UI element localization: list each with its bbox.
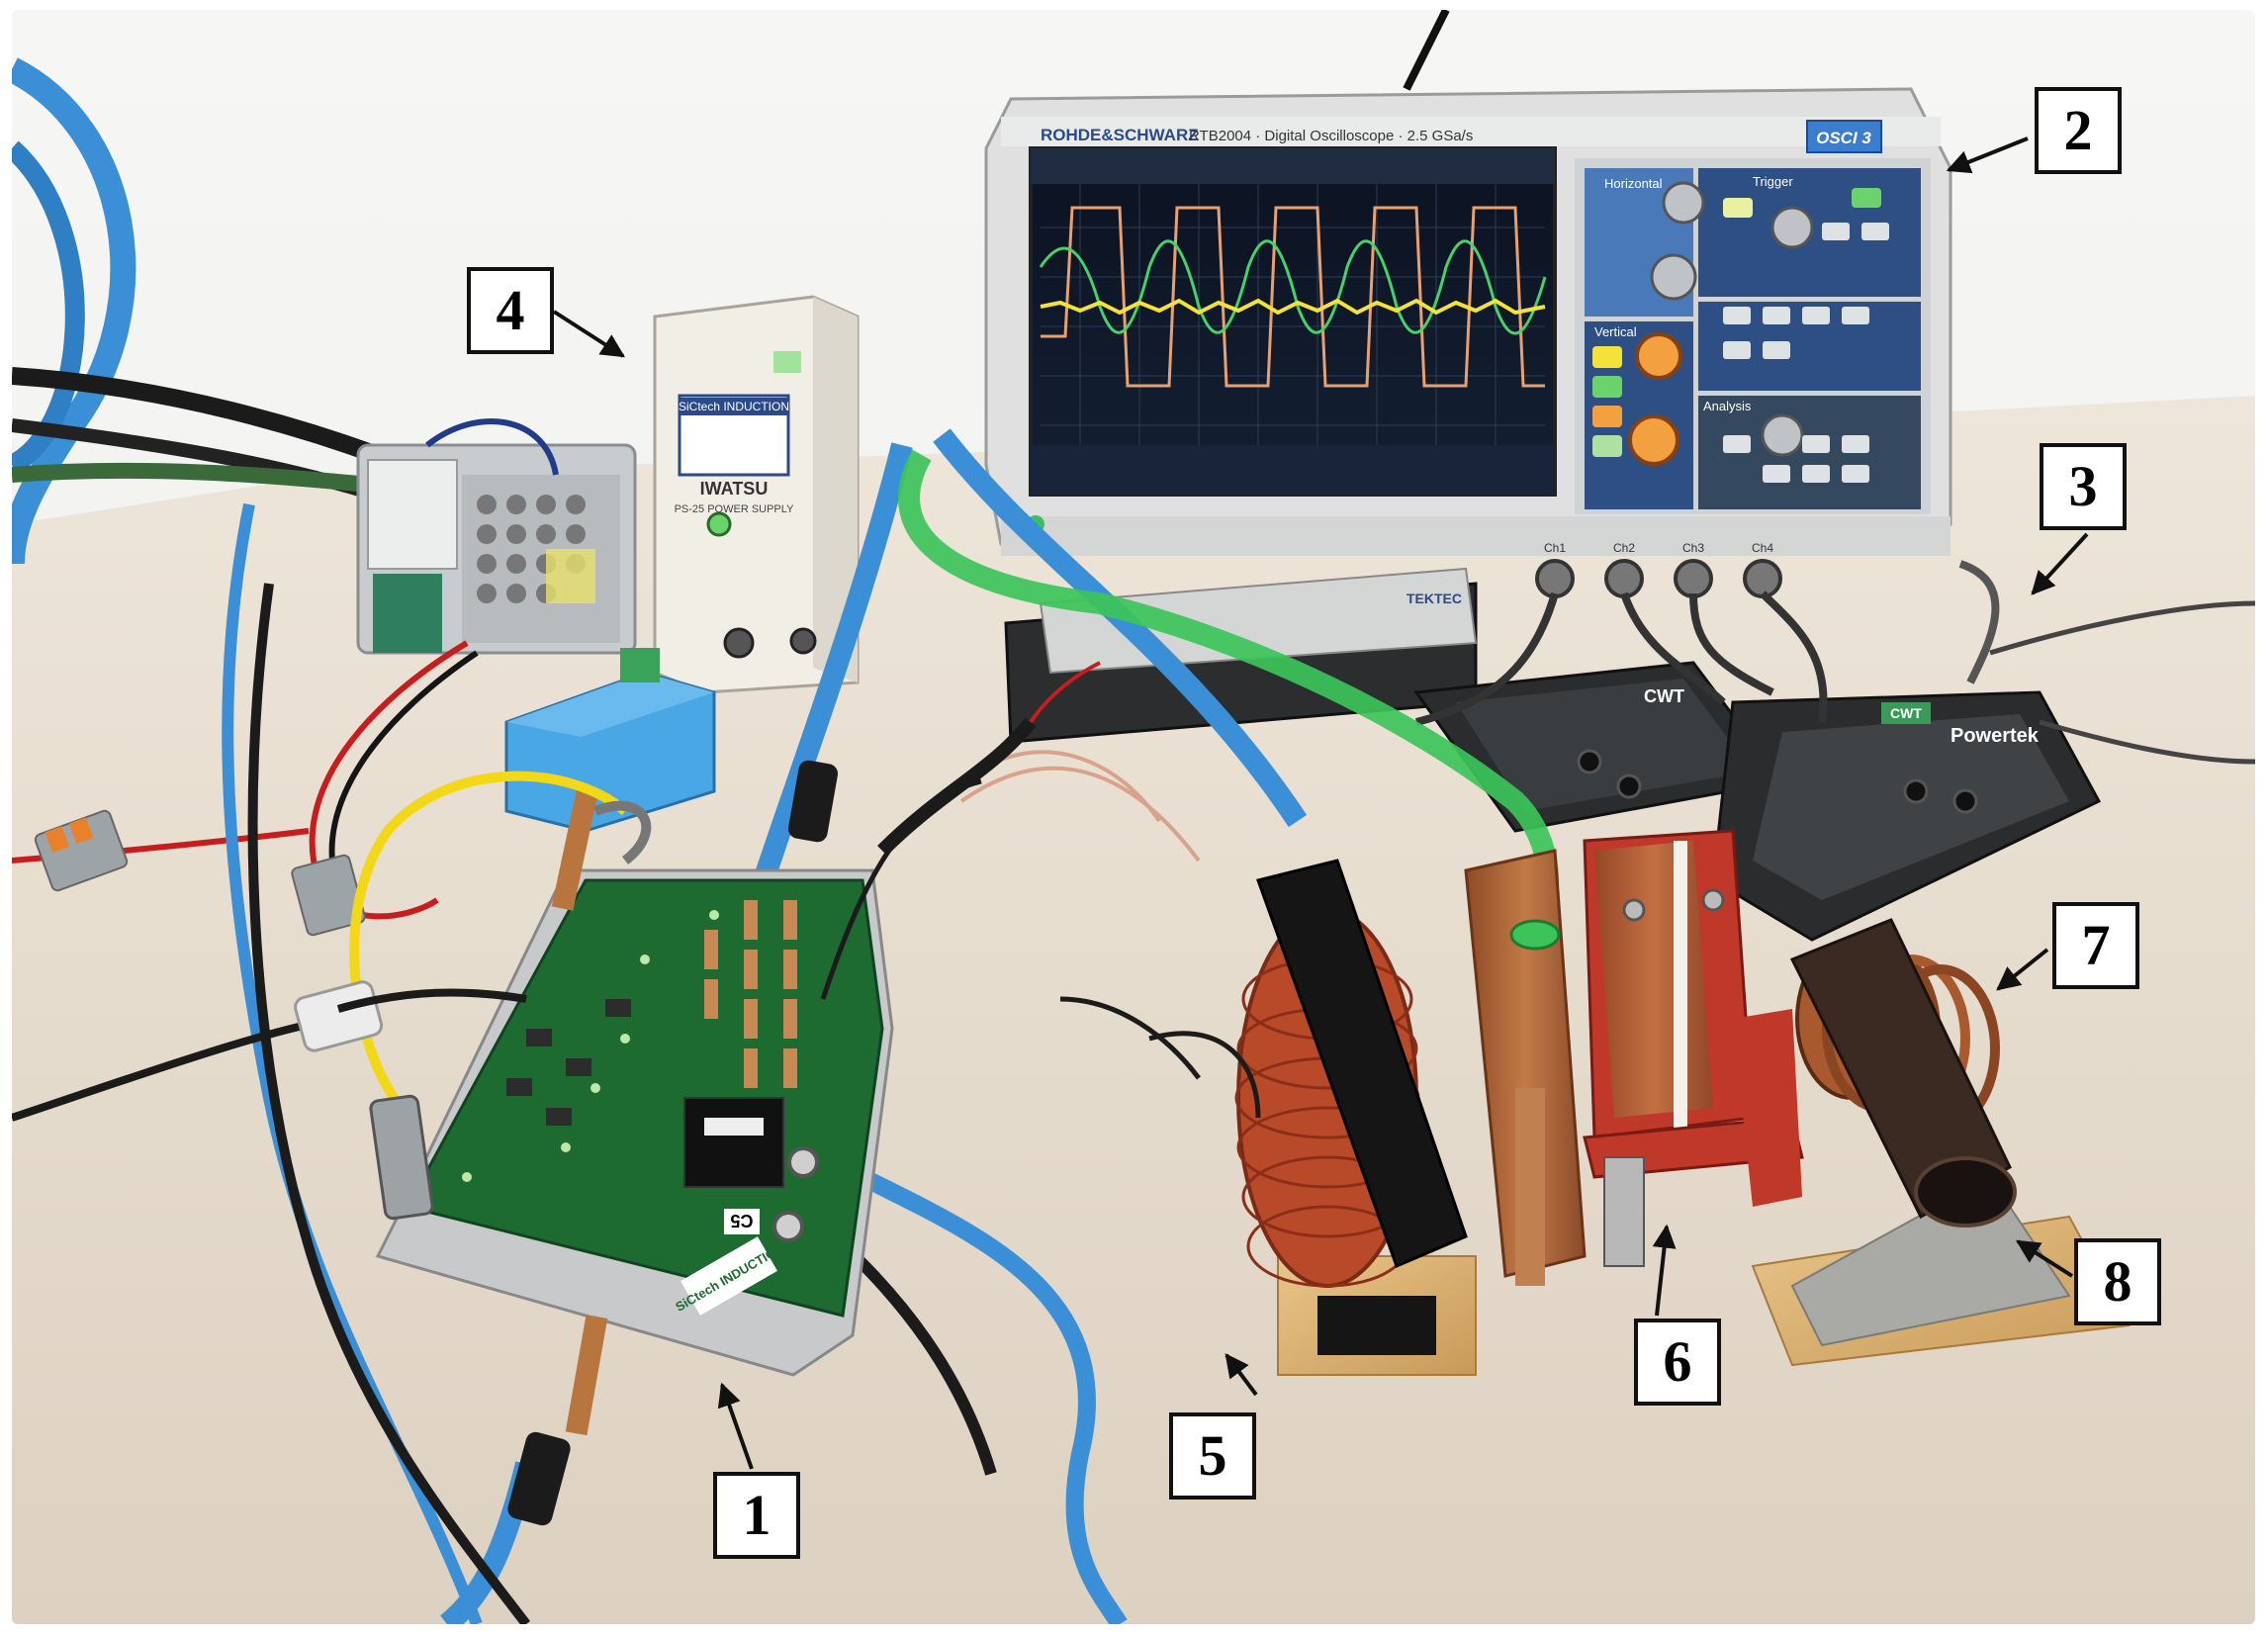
scope-model: RTB2004 · Digital Oscilloscope · 2.5 GSa… — [1189, 128, 1473, 144]
bnc-inputs: Ch1 Ch2 Ch3 Ch4 — [1535, 541, 1782, 598]
ch2-label: Ch2 — [1613, 541, 1635, 555]
analysis-label: Analysis — [1703, 399, 1752, 413]
iwatsu-power-supply: SiCtech INDUCTION IWATSU PS-25 POWER SUP… — [653, 295, 860, 694]
callout-6: 6 — [1634, 1319, 1721, 1406]
psu-model: PS-25 POWER SUPPLY — [675, 503, 794, 515]
scope-brand: ROHDE&SCHWARZ — [1041, 126, 1199, 144]
svg-text:Horizontal: Horizontal — [1604, 176, 1663, 191]
capacitor-bank — [1464, 829, 1804, 1286]
blue-tube-left — [12, 57, 136, 565]
scope-tag: OSCI 3 — [1816, 129, 1871, 147]
cwt-label-2: CWT — [1890, 705, 1922, 721]
callout-2: 2 — [2035, 87, 2122, 174]
green-tube — [898, 449, 1560, 937]
scope-screen — [1029, 146, 1557, 497]
cwt-current-probe-2: CWT Powertek — [1711, 690, 2102, 942]
photo-illustration: SiCtech INDUCTION IWATSU PS-25 POWER SUP… — [12, 10, 2255, 1624]
blue-sensor-box — [504, 648, 716, 833]
position-knob-icon — [1662, 181, 1705, 225]
inductor-coil — [1234, 859, 1477, 1376]
oscilloscope: ROHDE&SCHWARZ RTB2004 · Digital Oscillos… — [984, 87, 1952, 598]
waveform-ch2 — [1039, 239, 1547, 335]
wago-connector — [34, 809, 129, 892]
induction-coil-workpiece — [1733, 918, 2131, 1367]
callout-8: 8 — [2074, 1238, 2161, 1325]
vertical-label: Vertical — [1594, 324, 1637, 339]
cwt-label-1: CWT — [1644, 686, 1684, 706]
callout-3: 3 — [2040, 443, 2127, 530]
ch4-label: Ch4 — [1752, 541, 1773, 555]
blue-tube-1 — [753, 442, 913, 884]
ferrite-clip — [294, 980, 384, 1052]
din-rail-power-supply — [356, 418, 637, 655]
callout-1: 1 — [713, 1472, 800, 1559]
board-code: C5 — [730, 1211, 753, 1230]
powertek-label: Powertek — [1950, 725, 2040, 747]
psu-brand: IWATSU — [700, 479, 769, 499]
waveform-ch1 — [1041, 206, 1545, 388]
ch3-label: Ch3 — [1682, 541, 1704, 555]
ch1-label: Ch1 — [1544, 541, 1566, 555]
cwt-current-probe-1: CWT — [1413, 661, 1785, 833]
scale-knob-icon — [1650, 253, 1697, 301]
vertical-scale-knob-icon — [1628, 414, 1679, 466]
diff-probe-brand: TEKTEC — [1406, 591, 1462, 606]
analysis-knob-icon — [1761, 413, 1804, 457]
setup-photo: SiCtech INDUCTION IWATSU PS-25 POWER SUP… — [12, 10, 2255, 1624]
bnc-connector — [369, 1094, 434, 1221]
power-led-icon — [706, 511, 732, 537]
callout-7: 7 — [2052, 902, 2139, 989]
callout-5: 5 — [1169, 1412, 1256, 1500]
psu-sticker: SiCtech INDUCTION — [679, 400, 789, 413]
vertical-position-knob-icon — [1635, 332, 1682, 380]
waveform-ch3 — [1040, 298, 1546, 316]
trigger-label: Trigger — [1753, 174, 1793, 189]
probe-connector-icon — [723, 627, 755, 659]
callout-4: 4 — [467, 267, 554, 354]
trigger-level-knob-icon — [1770, 206, 1814, 249]
